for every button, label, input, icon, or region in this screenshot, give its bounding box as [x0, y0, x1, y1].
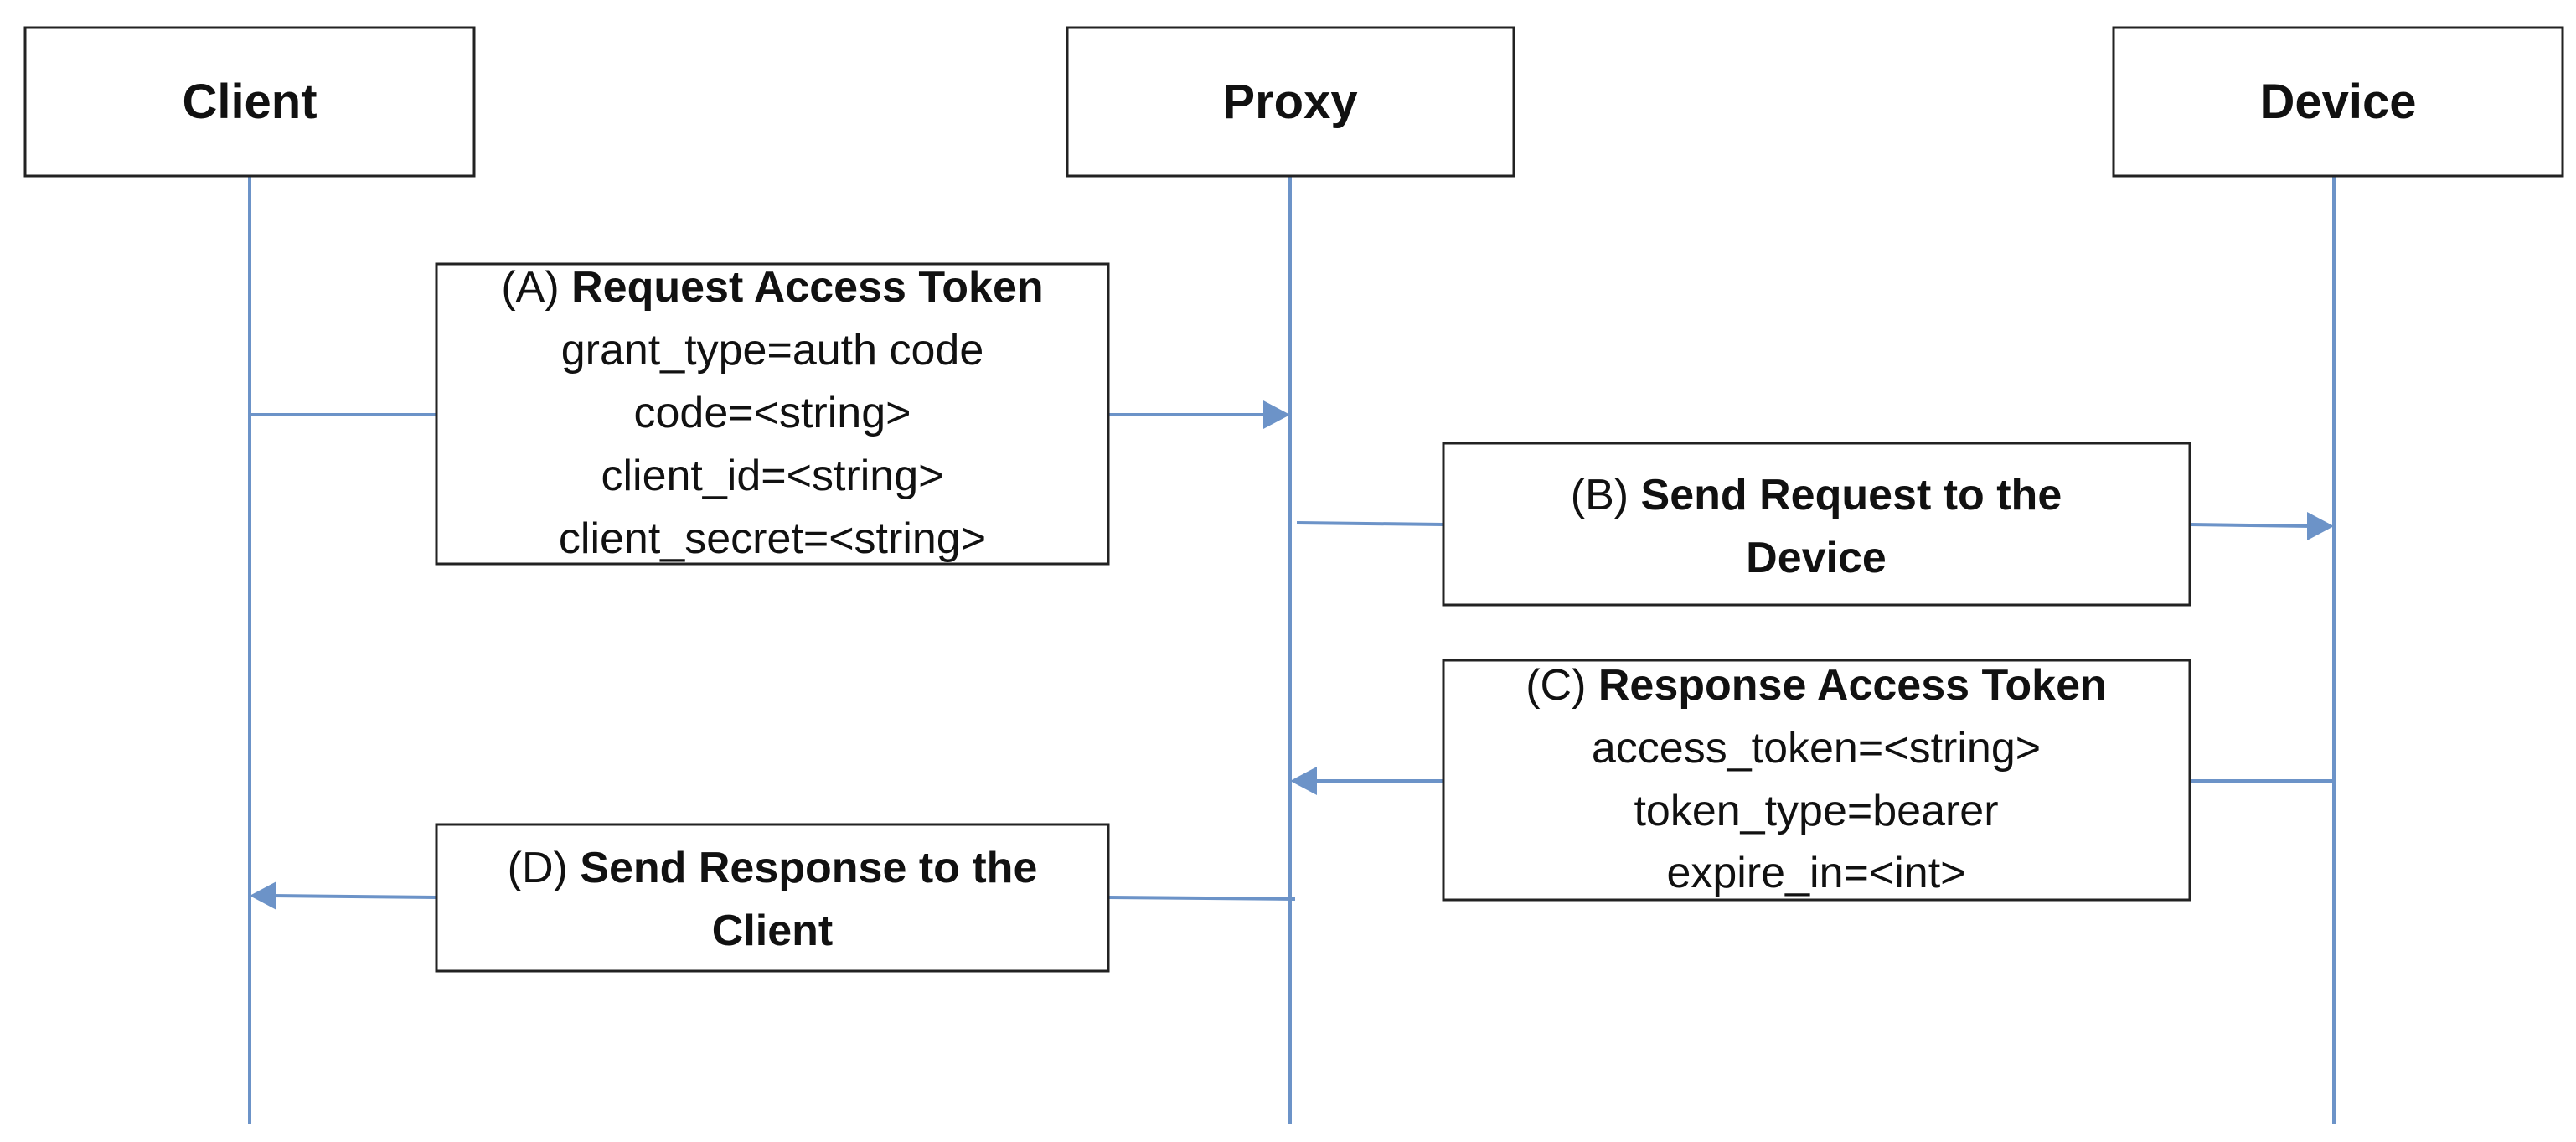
message-a-prefix: (A)	[501, 263, 559, 312]
message-c-param-1: access_token=<string>	[1592, 724, 2041, 773]
message-d-title-line-2: Client	[712, 907, 833, 955]
message-b: (B) Send Request to the Device	[1296, 442, 2334, 607]
message-c-title: (C) Response Access Token	[1525, 661, 2107, 710]
message-b-line-left	[1296, 521, 1444, 526]
message-d-line-left	[271, 894, 437, 899]
device-actor: Device	[2112, 26, 2564, 178]
client-actor: Client	[23, 26, 476, 178]
message-b-box	[1442, 442, 2191, 607]
message-c-title-text: Response Access Token	[1598, 661, 2107, 710]
message-d: (D) Send Response to the Client	[250, 823, 1296, 973]
device-actor-label: Device	[2259, 75, 2416, 129]
message-a-title-text: Request Access Token	[571, 263, 1044, 312]
message-d-title-line-1: (D) Send Response to the	[508, 844, 1038, 892]
message-c-box	[1442, 659, 2191, 902]
message-b-arrowhead	[2307, 512, 2334, 540]
proxy-actor: Proxy	[1066, 26, 1515, 178]
message-a-title: (A) Request Access Token	[501, 263, 1043, 312]
client-actor-label: Client	[182, 75, 317, 129]
message-d-prefix: (D)	[508, 844, 568, 892]
message-d-box	[435, 823, 1110, 973]
message-b-title-line-1: (B) Send Request to the	[1571, 471, 2062, 519]
message-d-arrowhead	[250, 881, 276, 910]
message-a-param-2: code=<string>	[633, 389, 911, 437]
message-a-param-1: grant_type=auth code	[561, 326, 984, 375]
message-b-title-text: Send Request to the	[1641, 471, 2062, 519]
message-a-arrowhead	[1263, 400, 1290, 429]
message-c-param-3: expire_in=<int>	[1666, 849, 1965, 897]
message-b-title-line-2: Device	[1746, 534, 1887, 582]
message-c-param-2: token_type=bearer	[1634, 787, 1998, 835]
message-a: (A) Request Access Token grant_type=auth…	[250, 262, 1290, 566]
proxy-actor-label: Proxy	[1222, 75, 1357, 129]
message-a-box	[435, 262, 1110, 566]
message-d-line-right	[1107, 896, 1296, 901]
message-d-title-text: Send Response to the	[580, 844, 1037, 892]
message-c-arrowhead	[1290, 767, 1317, 795]
message-b-line-right	[2189, 523, 2313, 528]
message-a-param-4: client_secret=<string>	[559, 514, 986, 563]
message-c-prefix: (C)	[1525, 661, 1586, 710]
message-c: (C) Response Access Token access_token=<…	[1290, 659, 2334, 902]
message-a-param-3: client_id=<string>	[601, 452, 943, 500]
message-b-prefix: (B)	[1571, 471, 1629, 519]
